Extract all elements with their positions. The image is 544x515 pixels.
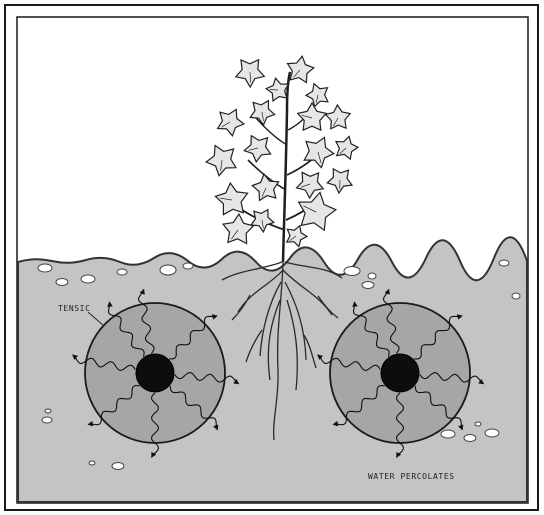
- pebble-icon: [38, 264, 52, 272]
- pebble-icon: [56, 279, 68, 286]
- pebble-icon: [81, 275, 95, 283]
- pebble-icon: [42, 417, 52, 423]
- pebble-icon: [485, 429, 499, 437]
- leaf-vein: [270, 90, 278, 91]
- pebble-icon: [183, 263, 193, 269]
- right-tube-core: [381, 354, 419, 392]
- pebble-icon: [362, 282, 374, 289]
- pebble-icon: [499, 260, 509, 266]
- pebble-icon: [464, 435, 476, 442]
- pebble-icon: [160, 265, 176, 275]
- pebble-icon: [45, 409, 51, 413]
- pebble-icon: [368, 273, 376, 279]
- pebble-icon: [117, 269, 127, 275]
- label-left-tube-text: TENSIC: [58, 304, 91, 313]
- pebble-icon: [89, 461, 95, 465]
- pebble-icon: [112, 463, 124, 470]
- pebble-icon: [512, 293, 520, 299]
- pebble-icon: [441, 430, 455, 438]
- left-tube-core: [136, 354, 174, 392]
- pebble-icon: [475, 422, 481, 426]
- pebble-icon: [344, 267, 360, 276]
- label-right-tube: WATER PERCOLATES: [368, 472, 455, 481]
